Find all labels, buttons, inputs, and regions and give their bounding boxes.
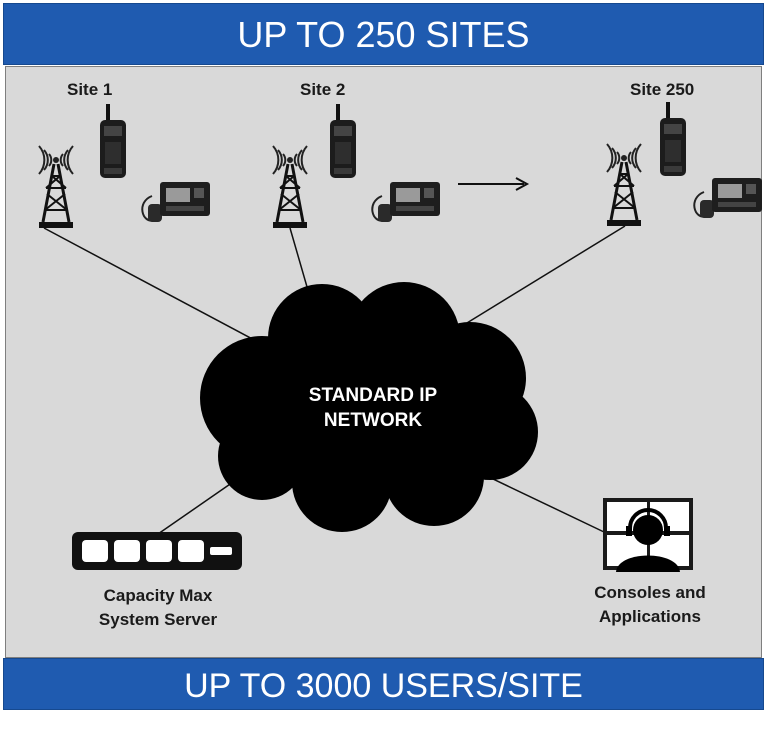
site2-mobile-radio-icon — [371, 181, 441, 223]
site2-handheld-radio-icon — [330, 104, 356, 178]
site1-mobile-radio-icon — [141, 181, 211, 223]
header-title: UP TO 250 SITES — [237, 14, 530, 55]
site1-label: Site 1 — [67, 80, 113, 99]
site2-tower-icon — [271, 144, 309, 230]
site2-label: Site 2 — [300, 80, 346, 99]
footer-banner: UP TO 3000 USERS/SITE — [3, 658, 764, 710]
site250-mobile-radio-icon — [693, 177, 763, 219]
server-label: Capacity Max System Server — [70, 584, 246, 632]
network-label-line1: STANDARD IP — [308, 385, 438, 406]
server-icon — [72, 532, 242, 570]
site1-handheld-radio-icon — [100, 104, 126, 178]
network-label-line2: NETWORK — [323, 410, 423, 431]
arrow-right-icon — [458, 177, 530, 191]
site250-tower-icon — [605, 142, 643, 228]
consoles-label: Consoles and Applications — [568, 581, 732, 629]
link-site250 — [461, 225, 626, 327]
network-label: STANDARD IP NETWORK — [268, 383, 478, 433]
link-site1 — [43, 227, 259, 343]
consoles-label-line2: Applications — [598, 607, 701, 626]
footer-title: UP TO 3000 USERS/SITE — [184, 667, 583, 705]
site1-tower-icon — [37, 144, 75, 230]
ip-network-cloud — [200, 282, 538, 532]
header-banner: UP TO 250 SITES — [3, 3, 764, 65]
server-label-line2: System Server — [98, 610, 218, 629]
console-operator-icon — [603, 498, 693, 572]
site250-label: Site 250 — [630, 80, 695, 99]
site250-handheld-radio-icon — [660, 102, 686, 176]
server-label-line1: Capacity Max — [103, 586, 213, 605]
consoles-label-line1: Consoles and — [594, 583, 706, 602]
